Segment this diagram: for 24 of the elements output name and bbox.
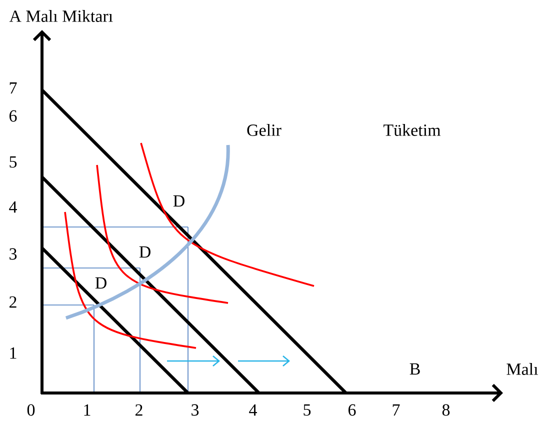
tick-label: 3 [192,404,199,416]
tick-label: 4 [249,404,257,416]
tick-label: 2 [136,404,142,416]
tick-label: 6 [10,110,17,122]
tick-label: 2 [10,296,16,308]
curve-label: Tüketim [384,124,441,136]
axis-label: Malı [506,363,538,375]
tick-label: 7 [392,404,400,416]
point-label: D [139,246,150,258]
point-label: D [173,195,184,207]
axis-label: B [410,363,420,375]
tick-label: 8 [442,404,450,416]
tick-label: 5 [10,156,17,168]
tick-label: 0 [27,404,35,416]
tick-label: 4 [9,201,17,213]
axis-label: A Malı Miktarı [9,10,113,22]
tick-label: 1 [84,404,90,416]
tick-label: 1 [10,347,16,359]
tick-label: 7 [10,82,17,94]
tick-label: 5 [304,404,311,416]
curve-label: Gelir [247,124,282,136]
tick-label: 3 [10,248,17,260]
point-label: D [95,277,106,289]
tick-label: 6 [348,404,356,416]
